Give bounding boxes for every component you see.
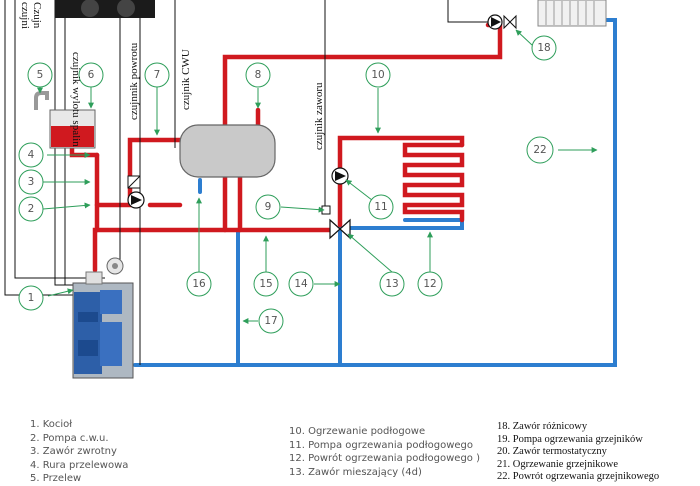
callout-14-circle [288,271,314,297]
callout-11: 11 [374,201,387,213]
controller [55,0,155,18]
callout-1-circle [18,285,44,311]
callout-10: 10 [371,69,384,81]
callout-1: 1 [28,292,35,304]
legend-column-1: 1. Kocioł 2. Pompa c.w.u. 3. Zawór zwrot… [30,418,128,486]
legend-column-2: 10. Ogrzewanie podłogowe 11. Pompa ogrze… [289,425,480,479]
check-valve [127,175,141,189]
callout-6: 6 [88,69,95,81]
callout-7-circle [144,62,170,88]
legend-item: 21. Ogrzewanie grzejnikowe [497,458,618,470]
callout-3: 3 [28,176,35,188]
wire-boiler-2 [4,0,100,296]
radiator-return-pipe [133,18,617,367]
dhw-sensor-label: czujnik CWU [180,49,192,110]
differential-valve [503,14,517,30]
floor-heating-coil [402,142,465,223]
callout-8: 8 [255,69,262,81]
wire-radiator-pump [447,0,488,23]
callout-17-circle [258,308,284,334]
callout-leaders [37,29,598,324]
callout-18-circle [531,35,557,61]
legend-item: 5. Przelew [30,473,82,484]
callout-16: 16 [192,278,206,290]
radiator [537,0,607,27]
callout-22-circle [526,136,554,164]
expansion-vessel [34,91,96,149]
legend-item: 19. Pompa ogrzewania grzejników [497,433,643,445]
callout-13: 13 [385,278,398,290]
radiator-pump [487,14,503,30]
legend-item: 3. Zawór zwrotny [30,446,117,457]
callout-6-circle [78,62,104,88]
callout-13-circle [379,271,405,297]
boiler [72,257,134,379]
callout-18: 18 [537,42,550,54]
legend-item: 22. Powrót ogrzewania grzejnikowego [497,471,660,482]
overflow-link [69,145,100,158]
legend-item: 10. Ogrzewanie podłogowe [289,426,426,437]
callout-14: 14 [294,278,308,290]
legend-item: 13. Zawór mieszający (4d) [289,466,422,478]
sensor-label-b: Czujn [31,2,43,29]
return-piping [133,18,617,367]
legend-item: 2. Pompa c.w.u. [30,432,109,444]
callout-16-circle [186,271,212,297]
callout-9: 9 [265,201,272,213]
mixing-valve [321,205,351,240]
dhw-tank [179,124,276,178]
callout-12: 12 [423,278,436,290]
callout-4-circle [18,142,44,168]
callout-15: 15 [259,278,272,290]
callout-11-circle [368,194,394,220]
legend-item: 12. Powrót ogrzewania podłogowego ) [289,453,480,464]
callout-3-circle [18,169,44,195]
callout-5: 5 [37,69,44,81]
boiler-supply-main [92,227,338,273]
legend-item: 11. Pompa ogrzewania podłogowego [289,439,474,451]
callout-4: 4 [28,149,35,161]
callout-17: 17 [264,315,277,327]
dhw-pump-loop [94,137,183,208]
floor-return-pipe [338,218,464,230]
legend-item: 1. Kocioł [30,419,73,430]
valve-sensor-label: czujnik zaworu [313,82,325,150]
callout-22: 22 [533,144,546,156]
callout-9-circle [255,194,281,220]
legend-item: 20. Zawór termostatyczny [497,446,607,457]
legend-item: 4. Rura przelewowa [30,459,129,471]
floor-pump [331,167,349,185]
return-sensor-label: czujnnik powrotu [128,42,140,120]
callout-15-circle [253,271,279,297]
callout-5-circle [27,62,53,88]
callout-12-circle [417,271,443,297]
callout-8-circle [245,62,271,88]
sensor-label-a: czujni [19,2,31,29]
callout-numbers: 1 2 3 4 5 6 7 8 9 10 11 12 13 14 15 16 1… [28,42,551,327]
control-wires [4,0,488,365]
flue-sensor-label: czujnik wylotu spalin [70,52,82,147]
callout-7: 7 [154,69,161,81]
callout-10-circle [365,62,391,88]
callout-2: 2 [28,203,35,215]
callout-bubbles [18,35,557,334]
legend-column-3: 18. Zawór różnicowy 19. Pompa ogrzewania… [497,421,659,484]
wire-boiler-1 [14,0,105,279]
dhw-pump [127,191,145,209]
legend-item: 18. Zawór różnicowy [497,421,588,432]
callout-2-circle [18,196,44,222]
